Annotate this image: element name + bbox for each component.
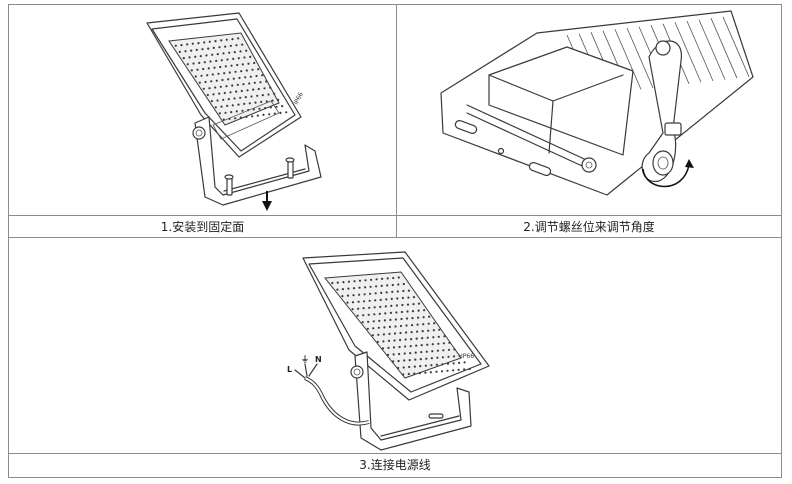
row-divider-top — [9, 215, 781, 216]
column-divider — [396, 5, 397, 237]
led-array — [331, 276, 471, 376]
step-2-panel — [397, 5, 781, 215]
caption-row-divider — [9, 237, 781, 238]
instruction-sheet: IP66 — [8, 4, 782, 478]
bottom-caption-divider — [9, 453, 781, 454]
ip-label-3: IP66 — [461, 353, 474, 360]
step-2-illustration — [440, 10, 754, 196]
wire-label-earth: ⏚ — [301, 355, 309, 364]
ip-label-1: IP66 — [293, 91, 305, 106]
step-3-illustration: IP66 L ⏚ N — [287, 251, 490, 451]
wire-label-neutral: N — [315, 355, 322, 364]
wire-label-live: L — [287, 365, 292, 374]
step-2-caption: 2.调节螺丝位来调节角度 — [523, 220, 655, 234]
step-1-caption: 1.安装到固定面 — [160, 220, 245, 234]
step-3-panel: IP66 L ⏚ N — [9, 238, 781, 453]
step-1-illustration: IP66 — [146, 12, 322, 211]
step-1-panel: IP66 — [9, 5, 396, 215]
step-3-caption: 3.连接电源线 — [359, 458, 431, 472]
